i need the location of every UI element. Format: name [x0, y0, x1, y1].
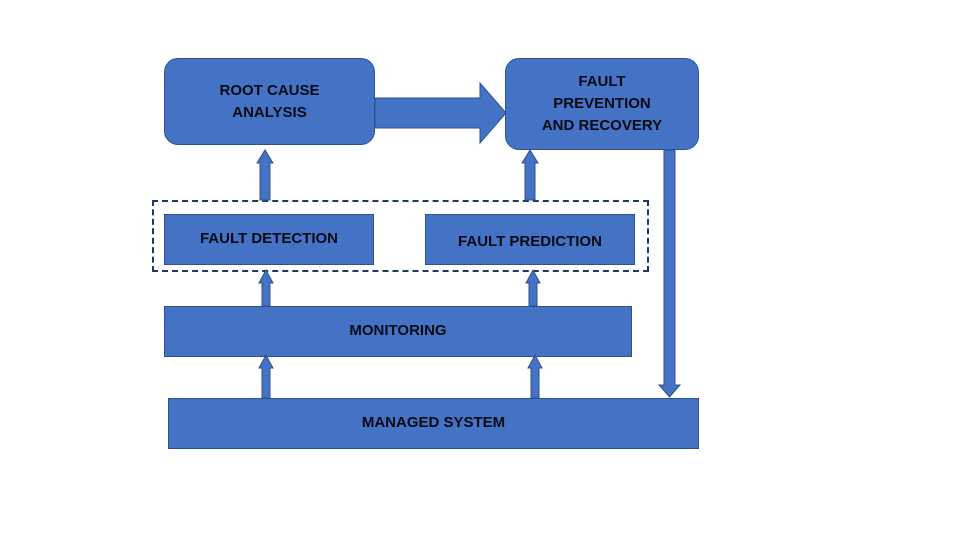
- arrow-monitoring-to-detection: [258, 268, 274, 307]
- fault-prevention-recovery-box: FAULT PREVENTION AND RECOVERY: [505, 58, 699, 150]
- fault-detection-box: FAULT DETECTION: [164, 214, 374, 265]
- arrow-detection-to-root-cause: [256, 149, 274, 201]
- managed-system-label: MANAGED SYSTEM: [361, 413, 506, 431]
- fault-prevention-recovery-label: FAULT PREVENTION AND RECOVERY: [541, 73, 663, 134]
- root-cause-analysis-label: ROOT CAUSE ANALYSIS: [219, 81, 320, 121]
- arrow-monitoring-to-prediction: [525, 268, 541, 307]
- arrow-managed-to-monitoring-left: [258, 353, 274, 399]
- monitoring-label: MONITORING: [349, 321, 447, 339]
- detection-prediction-group: [152, 200, 649, 272]
- fault-prediction-box: FAULT PREDICTION: [425, 214, 635, 265]
- arrow-prevention-to-managed-system: [657, 149, 682, 398]
- root-cause-analysis-box: ROOT CAUSE ANALYSIS: [164, 58, 375, 145]
- fault-detection-label: FAULT DETECTION: [199, 229, 339, 247]
- managed-system-box: MANAGED SYSTEM: [168, 398, 699, 449]
- monitoring-box: MONITORING: [164, 306, 632, 357]
- arrow-managed-to-monitoring-right: [527, 353, 543, 399]
- arrow-root-cause-to-prevention: [374, 81, 507, 145]
- arrow-prediction-to-prevention: [521, 149, 539, 201]
- fault-prediction-label: FAULT PREDICTION: [458, 232, 602, 250]
